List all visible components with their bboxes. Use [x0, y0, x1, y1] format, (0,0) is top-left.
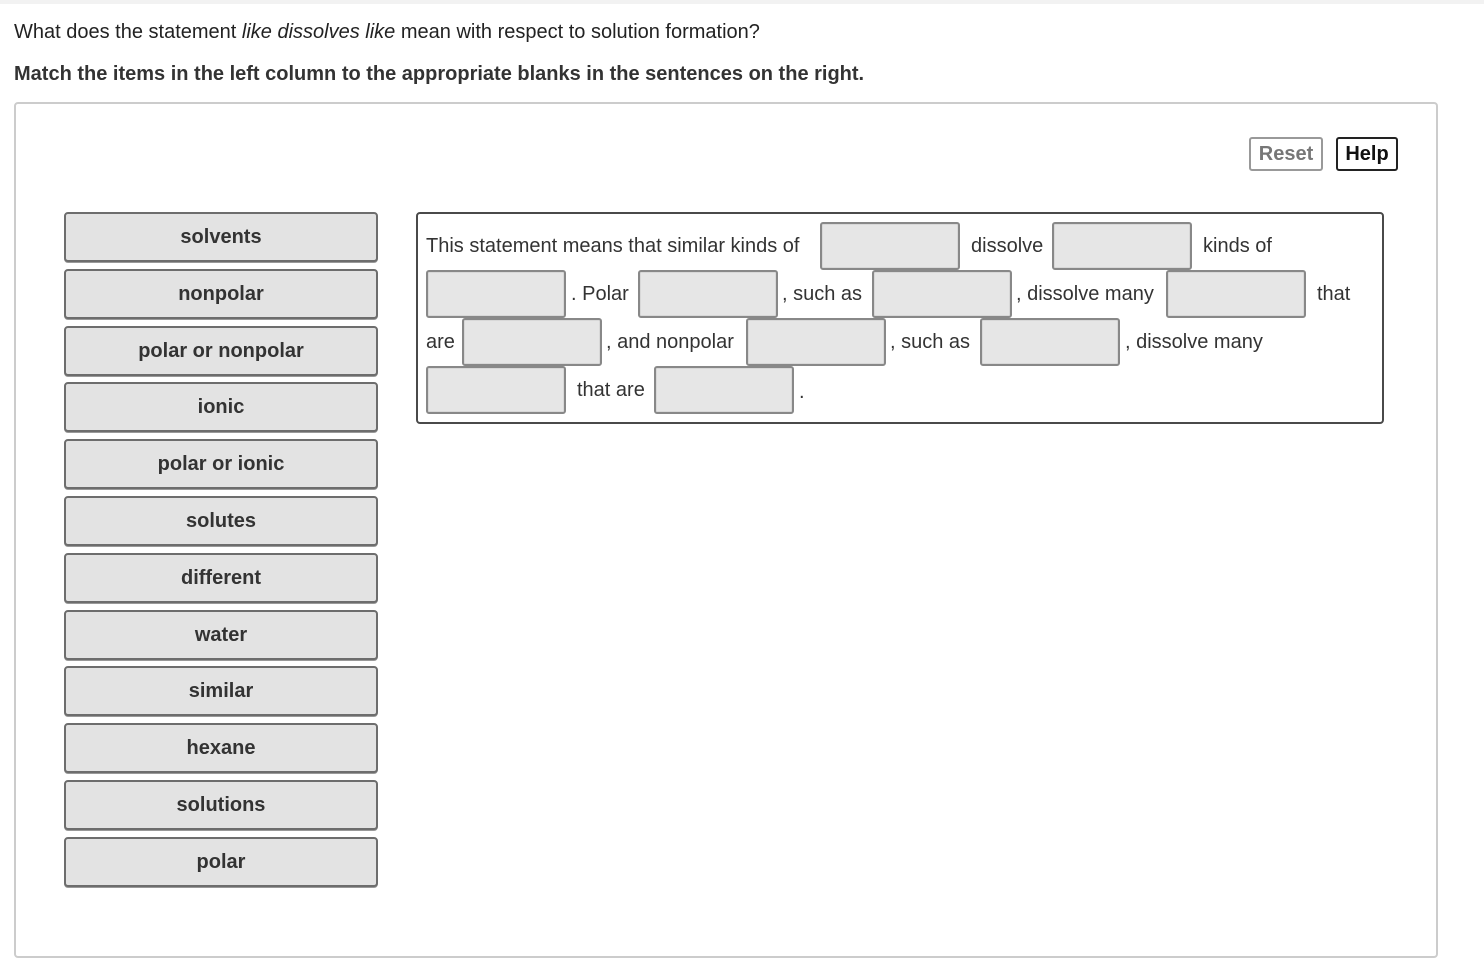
question-suffix: mean with respect to solution formation? — [395, 21, 760, 43]
drop-blank-9[interactable] — [980, 318, 1120, 366]
draggable-item[interactable]: ionic — [64, 382, 378, 433]
sentence-text: are — [426, 331, 455, 353]
drop-blank-6[interactable] — [1166, 270, 1306, 318]
sentence-text: , such as — [782, 283, 863, 305]
drop-blank-10[interactable] — [426, 366, 566, 414]
draggable-item[interactable]: polar or ionic — [64, 439, 378, 490]
drop-blank-7[interactable] — [462, 318, 602, 366]
draggable-item[interactable]: polar or nonpolar — [64, 325, 378, 376]
draggable-item-list: solvents nonpolar polar or nonpolar ioni… — [64, 212, 378, 894]
reset-button[interactable]: Reset — [1249, 137, 1323, 171]
sentence-text: , dissolve many — [1016, 283, 1154, 305]
help-button[interactable]: Help — [1336, 137, 1398, 171]
draggable-item[interactable]: solutions — [64, 779, 378, 830]
draggable-item[interactable]: polar — [64, 836, 378, 887]
top-bar — [0, 0, 1484, 4]
drop-blank-3[interactable] — [426, 270, 566, 318]
sentence-text: kinds of — [1203, 235, 1272, 257]
sentence-text: dissolve — [971, 235, 1044, 257]
draggable-item[interactable]: similar — [64, 666, 378, 717]
sentence-text: that are — [577, 379, 645, 401]
question-prefix: What does the statement — [14, 21, 242, 43]
draggable-item[interactable]: hexane — [64, 723, 378, 774]
drop-blank-8[interactable] — [746, 318, 886, 366]
sentence-text: , and nonpolar — [606, 331, 734, 353]
question-text: What does the statement like dissolves l… — [14, 21, 760, 44]
sentence-text: that — [1317, 283, 1351, 305]
drop-blank-11[interactable] — [654, 366, 794, 414]
instruction-text: Match the items in the left column to th… — [14, 63, 865, 85]
draggable-item[interactable]: solvents — [64, 212, 378, 262]
sentence-text: . Polar — [571, 283, 629, 305]
sentence-text: . — [799, 381, 805, 403]
draggable-item[interactable]: solutes — [64, 495, 378, 546]
draggable-item[interactable]: nonpolar — [64, 268, 378, 319]
sentence-text: , dissolve many — [1125, 331, 1263, 353]
sentence-text: , such as — [890, 331, 971, 353]
question-emphasis: like dissolves like — [241, 21, 396, 43]
drop-blank-5[interactable] — [872, 270, 1012, 318]
drop-blank-4[interactable] — [638, 270, 778, 318]
draggable-item[interactable]: water — [64, 609, 378, 660]
drop-blank-1[interactable] — [820, 222, 960, 270]
drop-blank-2[interactable] — [1052, 222, 1192, 270]
draggable-item[interactable]: different — [64, 552, 378, 603]
sentence-text: This statement means that similar kinds … — [426, 235, 800, 257]
